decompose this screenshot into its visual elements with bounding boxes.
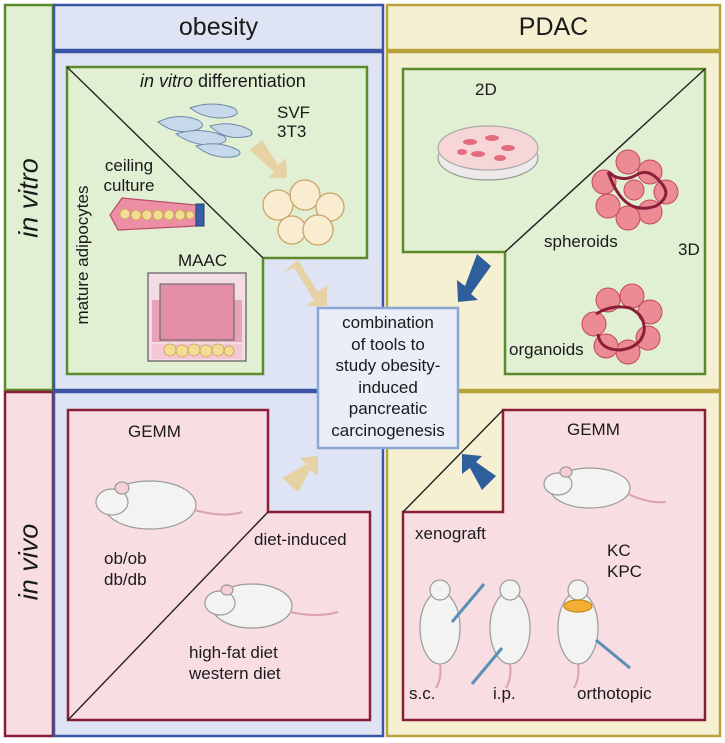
arrow-pdac-vitro [457, 254, 491, 302]
syringe-icons [450, 583, 631, 685]
mouse-orthotopic-icon [557, 579, 599, 689]
spheroids-icon [591, 149, 679, 231]
center-text: combination of tools to study obesity- i… [331, 313, 445, 440]
maac-transwell-icon [147, 272, 247, 362]
svf-cells-icon [157, 103, 253, 158]
organoids-icon [581, 283, 663, 365]
pdac-header: PDAC [518, 13, 589, 41]
ob-label: ob/ob [104, 549, 147, 568]
arrow-pdac-vivo [462, 454, 496, 490]
organoids-label: organoids [509, 340, 584, 359]
diff-title: in vitro differentiation [140, 71, 306, 91]
ceiling-label-2: culture [103, 176, 155, 195]
xenograft-label: xenograft [415, 524, 486, 543]
ceiling-flask-icon [109, 197, 205, 231]
in-vivo-side-box [3, 390, 55, 738]
pdac-header-box [385, 3, 722, 52]
svf-label: SVF [277, 103, 311, 122]
diet-induced-label: diet-induced [254, 530, 347, 549]
wd-label: western diet [189, 664, 281, 683]
two-d-label: 2D [475, 80, 497, 99]
center-box [316, 306, 460, 450]
sc-label: s.c. [409, 684, 436, 703]
in-vivo-label: in vivo [13, 523, 44, 601]
mouse-diet-icon [204, 583, 339, 629]
kpc-label: KPC [607, 562, 642, 581]
obesity-header-box [52, 3, 385, 52]
petri-dish-icon [437, 125, 539, 181]
maac-label: MAAC [178, 251, 228, 270]
mouse-ip-icon [489, 579, 531, 689]
db-label: db/db [104, 570, 147, 589]
arrow-obesity-vivo [282, 456, 318, 492]
adipocytes-icon [262, 179, 345, 246]
arrow-obesity-vitro [283, 260, 327, 306]
mature-adipocytes-label: mature adipocytes [73, 185, 93, 325]
in-vitro-label: in vitro [13, 158, 44, 238]
mouse-sc-icon [419, 579, 461, 689]
arrow-svf-to-adipocyte [250, 140, 287, 178]
gemm-pdac-label: GEMM [567, 420, 620, 439]
t3-label: 3T3 [277, 122, 307, 141]
in-vitro-side-box [3, 3, 55, 392]
three-d-label: 3D [678, 240, 700, 259]
ip-label: i.p. [493, 684, 516, 703]
mouse-ob-icon [95, 480, 243, 530]
orthotopic-label: orthotopic [577, 684, 652, 703]
gemm-obesity-label: GEMM [128, 422, 181, 441]
mouse-gemm-pdac-icon [543, 466, 667, 509]
kc-label: KC [607, 541, 631, 560]
spheroids-label: spheroids [544, 232, 618, 251]
obesity-header: obesity [178, 13, 259, 41]
ceiling-label-1: ceiling [104, 156, 154, 175]
hfd-label: high-fat diet [189, 643, 278, 662]
